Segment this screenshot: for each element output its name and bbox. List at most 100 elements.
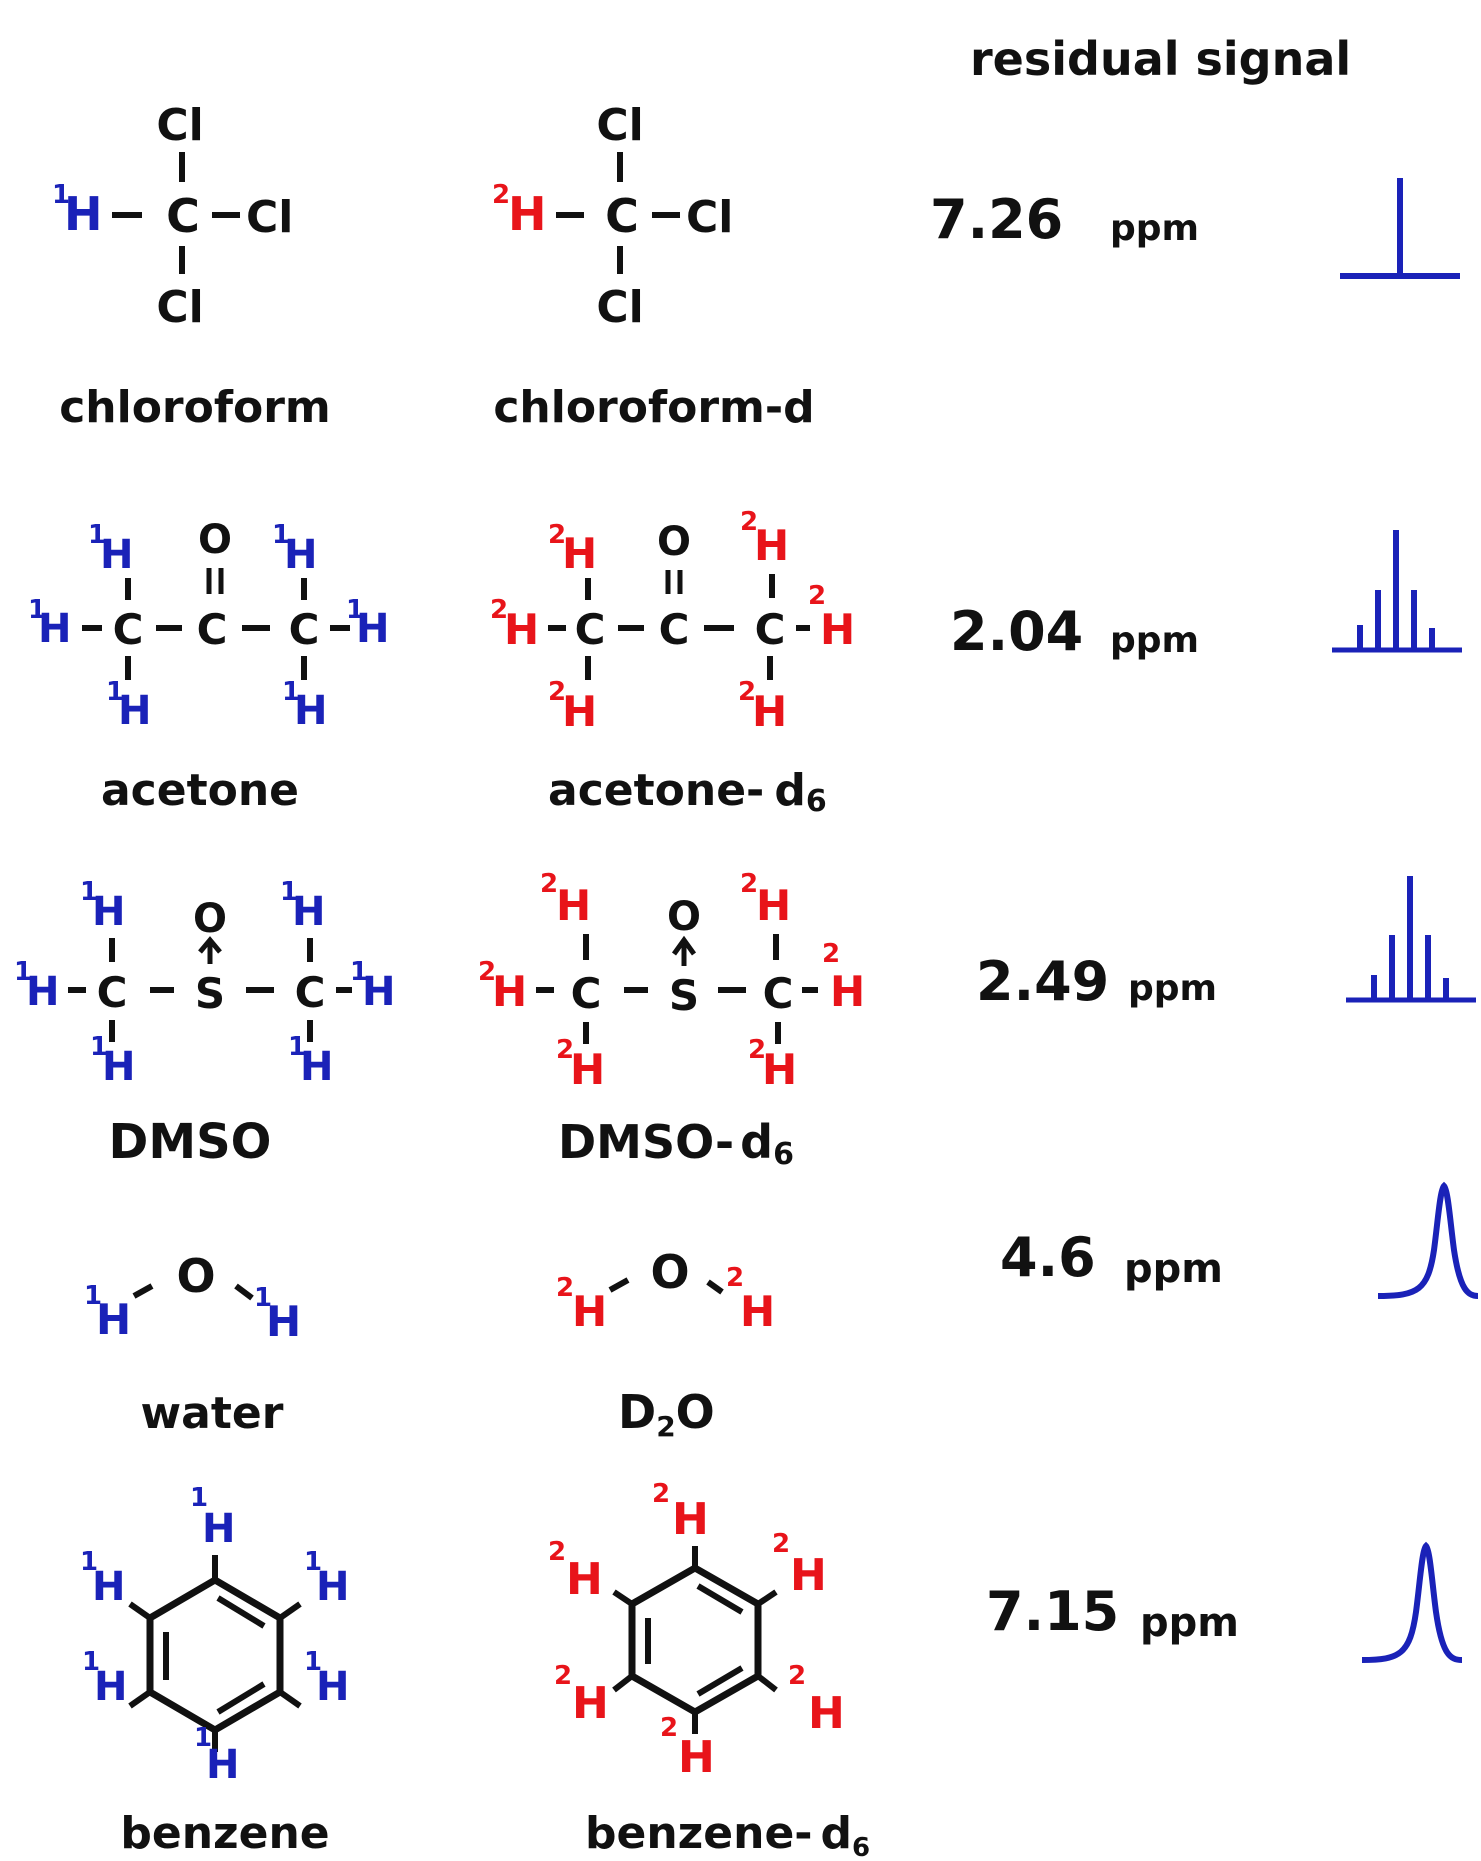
benzene-structure: 1 H 1 H 1 H 1 H 1 H 1 H (80, 1483, 349, 1788)
chemical-shift: 7.26 ppm (930, 188, 1199, 251)
isotope-label: 1 (52, 180, 70, 210)
carbon-atom: C (289, 605, 320, 654)
hydrogen-atom: H (316, 1664, 349, 1710)
deuterium-atom: H (752, 687, 787, 736)
isotope-label: 2 (554, 1661, 572, 1691)
bond (128, 1689, 152, 1709)
shift-unit: ppm (1128, 968, 1217, 1009)
isotope-label: 1 (90, 1032, 108, 1062)
carbon-atom: C (197, 605, 228, 654)
aromatic-bond (216, 1681, 266, 1715)
hydrogen-atom: H (300, 1044, 333, 1090)
carbon-atom: C (763, 969, 794, 1018)
isotope-label: 1 (254, 1283, 272, 1313)
water-structure: 1 H O 1 H (84, 1249, 301, 1346)
deuterated-solvent-name: D2O (618, 1385, 715, 1443)
isotope-label: 2 (556, 1035, 574, 1065)
hydrogen-atom: H (284, 532, 317, 578)
hydrogen-atom: H (294, 688, 327, 734)
hydrogen-atom: H (38, 606, 71, 652)
deuterium-atom: H (672, 1494, 709, 1545)
isotope-label: 1 (80, 1547, 98, 1577)
arrow-head (671, 935, 697, 956)
broad-peak (1377, 1181, 1479, 1299)
quintet-peak (1332, 530, 1462, 653)
dmso-structure: 1 H O 1 H 1 H C S C 1 H 1 H 1 H (14, 877, 395, 1090)
isotope-label: 2 (726, 1263, 744, 1293)
isotope-label: 2 (822, 939, 840, 969)
deuterium-atom: H (562, 529, 597, 578)
hydrogen-atom: H (292, 889, 325, 935)
isotope-label: 2 (540, 869, 558, 899)
deuterium-atom: H (572, 1287, 607, 1336)
hydrogen-atom: H (102, 1044, 135, 1090)
carbon-atom: C (113, 605, 144, 654)
isotope-label: 2 (748, 1035, 766, 1065)
bond (608, 1277, 630, 1293)
deuterium-atom: H (740, 1287, 775, 1336)
isotope-label: 1 (106, 677, 124, 707)
deuterium-atom: H (790, 1550, 827, 1601)
isotope-label: 1 (304, 1547, 322, 1577)
deuterium-atom: H (556, 881, 591, 930)
hydrogen-atom: H (26, 969, 59, 1015)
isotope-label: 1 (82, 1647, 100, 1677)
deuterium-atom: H (504, 605, 539, 654)
singlet-peak (1340, 178, 1460, 279)
solvent-name: chloroform (59, 382, 331, 433)
hydrogen-atom: H (316, 1564, 349, 1610)
deuterium-atom: H (492, 967, 527, 1016)
bond (128, 1601, 152, 1621)
deuterium-atom: H (808, 1688, 845, 1739)
chlorine-atom: Cl (156, 100, 203, 151)
solvent-name: DMSO (109, 1114, 272, 1170)
isotope-label: 1 (88, 520, 106, 550)
residual-signal-header: residual signal (970, 32, 1351, 86)
isotope-label: 2 (652, 1479, 670, 1509)
shift-unit: ppm (1140, 1600, 1239, 1646)
chlorine-atom: Cl (596, 282, 643, 333)
hydrogen-atom: H (356, 606, 389, 652)
deuterium-atom: H (562, 687, 597, 736)
aromatic-bond (696, 1583, 744, 1615)
isotope-label: 2 (772, 1529, 790, 1559)
hydrogen-atom: H (362, 969, 395, 1015)
aromatic-bond (696, 1665, 744, 1697)
deuterium-atom: H (570, 1045, 605, 1094)
isotope-label: 1 (288, 1032, 306, 1062)
sulfur-atom: S (669, 971, 699, 1020)
deuterated-solvent-name: acetone-d6 (548, 765, 827, 819)
solvent-name: benzene (120, 1808, 329, 1859)
hydrogen-atom: H (96, 1295, 131, 1344)
carbon-atom: C (97, 968, 128, 1017)
bond (612, 1673, 634, 1693)
carbon-atom: C (659, 605, 690, 654)
hydrogen-atom: H (118, 688, 151, 734)
bond (756, 1589, 778, 1607)
oxygen-atom: O (657, 519, 691, 565)
hydrogen-atom: H (92, 889, 125, 935)
isotope-label: 1 (282, 677, 300, 707)
isotope-label: 2 (478, 957, 496, 987)
d2o-structure: 2 H O 2 H (556, 1245, 775, 1336)
shift-value: 7.26 (930, 188, 1063, 251)
isotope-label: 2 (548, 1537, 566, 1567)
deuterated-solvent-name: benzene-d6 (585, 1808, 870, 1861)
shift-value: 4.6 (1000, 1226, 1096, 1289)
chlorine-atom: Cl (246, 192, 293, 243)
shift-value: 2.49 (976, 950, 1109, 1013)
carbon-atom: C (575, 605, 606, 654)
hydrogen-atom: H (266, 1297, 301, 1346)
aromatic-bond (216, 1595, 266, 1629)
chloroform-d-structure: Cl 2 H C Cl Cl (492, 100, 733, 333)
isotope-label: 1 (194, 1723, 212, 1753)
chlorine-atom: Cl (596, 100, 643, 151)
solvent-name: acetone (101, 765, 299, 816)
shift-unit: ppm (1124, 1246, 1223, 1292)
benzene-ring (146, 1575, 284, 1735)
isotope-label: 1 (346, 595, 364, 625)
deuterium-atom: H (678, 1732, 715, 1783)
chemical-shift: 2.04 ppm (950, 600, 1199, 663)
acetone-d6-structure: 2 H O 2 H 2 H C C C 2 H 2 H 2 H (490, 507, 855, 736)
oxygen-atom: O (198, 517, 232, 563)
